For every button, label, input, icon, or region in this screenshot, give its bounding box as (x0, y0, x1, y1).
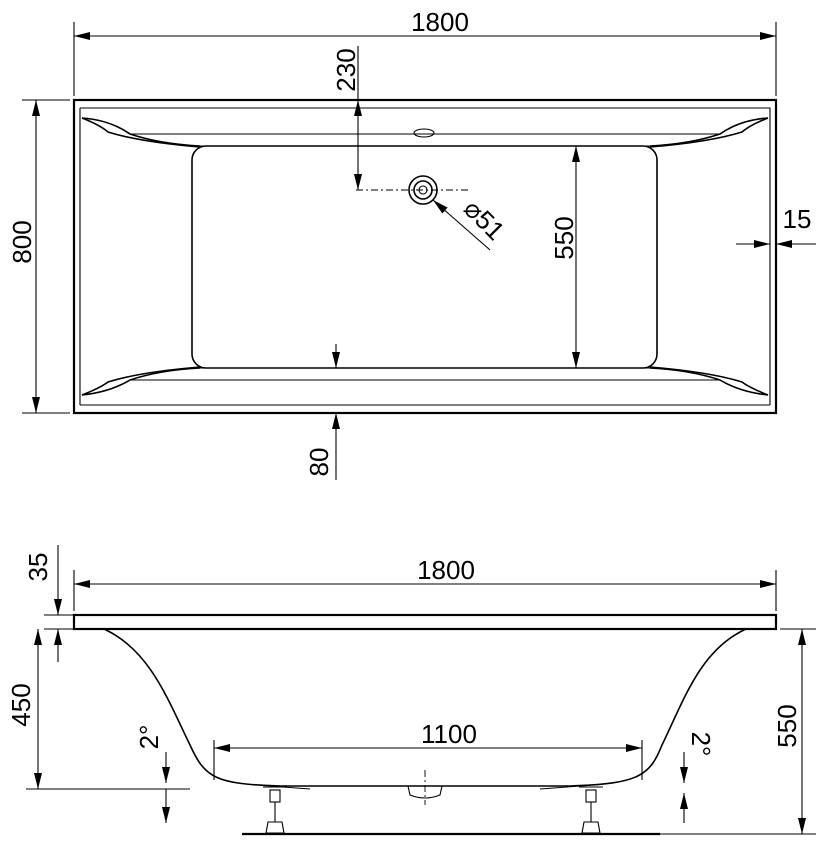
dim-length-side: 1800 (73, 555, 777, 611)
dim-floor-length: 1100 (213, 719, 643, 780)
dim-depth: 450 (6, 629, 190, 790)
length-top-label: 1800 (411, 7, 469, 37)
tub-floor-top (191, 145, 658, 369)
tub-shell-side (103, 628, 747, 787)
drain-offset-label: 230 (331, 48, 361, 91)
rim-width-label: 15 (783, 204, 812, 234)
total-height-label: 550 (772, 704, 802, 747)
dim-bottom-offset: 80 (304, 344, 340, 480)
dim-rim-width: 15 (736, 204, 816, 248)
dim-length-top: 1800 (73, 7, 777, 96)
right-foot-icon (579, 786, 603, 834)
dim-slope-right: 2° (680, 732, 716, 823)
left-foot-icon (263, 786, 287, 834)
tub-outline-top (72, 98, 778, 415)
top-view (72, 98, 778, 415)
dim-drain-diameter: ⌀51 (432, 193, 511, 251)
side-view (72, 613, 778, 836)
inner-width-label: 550 (549, 216, 579, 259)
width-top-label: 800 (7, 220, 37, 263)
tub-rim-side (72, 613, 778, 631)
dim-inner-width: 550 (549, 146, 580, 368)
floor-length-label: 1100 (421, 719, 477, 749)
slope-right-label: 2° (686, 732, 716, 757)
slope-left-label: 2° (134, 725, 164, 750)
dim-drain-offset: 230 (331, 46, 362, 190)
length-side-label: 1800 (417, 555, 475, 585)
dim-slope-left: 2° (134, 725, 170, 823)
depth-label: 450 (6, 683, 36, 726)
drain-diameter-label: ⌀51 (458, 193, 511, 246)
dim-total-height: 550 (646, 628, 816, 835)
dim-rim-thickness: 35 (23, 545, 74, 662)
bottom-offset-label: 80 (304, 448, 334, 477)
dim-width-top: 800 (7, 99, 70, 414)
rim-thickness-label: 35 (23, 553, 53, 582)
